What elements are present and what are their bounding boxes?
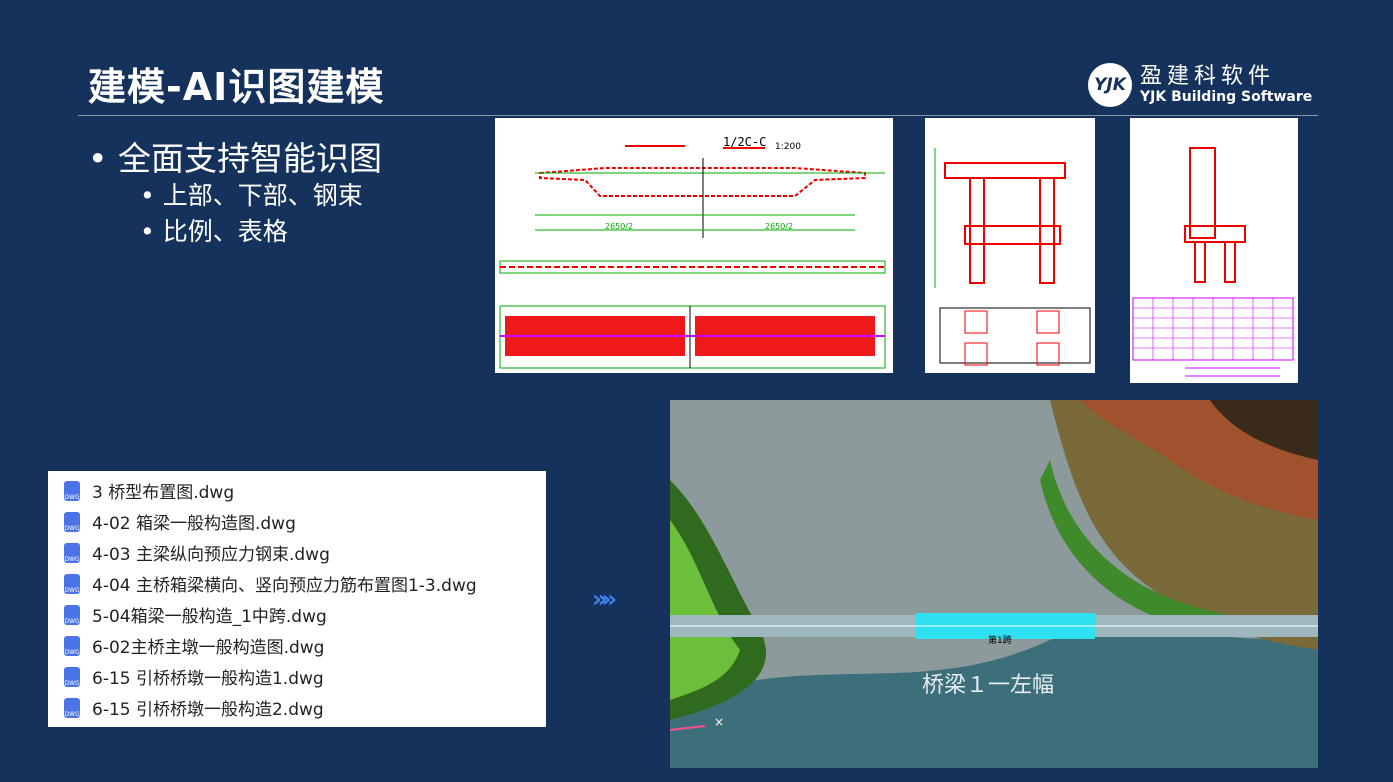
scale-label: 1:200 <box>775 142 801 152</box>
bullet-main: • 全面支持智能识图 <box>88 139 382 178</box>
bullet-sub: • 比例、表格 <box>140 217 288 246</box>
file-item[interactable]: DWG 4-03 主梁纵向预应力钢束.dwg <box>48 537 546 568</box>
dwg-file-icon: DWG <box>64 542 80 563</box>
file-item[interactable]: DWG 6-15 引桥桥墩一般构造1.dwg <box>48 661 546 692</box>
bridge-label: 桥梁１一左幅 <box>922 673 1054 698</box>
cad-pier-drawing <box>925 118 1095 373</box>
close-icon[interactable]: × <box>714 715 724 729</box>
dwg-file-icon: DWG <box>64 511 80 532</box>
file-item[interactable]: DWG 6-02主桥主墩一般构造图.dwg <box>48 630 546 661</box>
logo-mark: YJK <box>1088 63 1132 107</box>
logo-cn: 盈建科软件 <box>1140 64 1276 89</box>
file-item[interactable]: DWG 5-04箱梁一般构造_1中跨.dwg <box>48 599 546 630</box>
bullet-main-text: 全面支持智能识图 <box>117 139 382 178</box>
title-divider <box>78 115 1318 116</box>
file-name: 4-02 箱梁一般构造图.dwg <box>92 514 296 534</box>
bridge-model-view[interactable]: 第1跨 桥梁１一左幅 × <box>670 400 1318 768</box>
file-name: 4-03 主梁纵向预应力钢束.dwg <box>92 545 330 565</box>
cad-box-girder-drawing: 1/2C-C 1:200 2650/2 2650/2 <box>495 118 893 373</box>
file-name: 3 桥型布置图.dwg <box>92 483 235 503</box>
section-label: 1/2C-C <box>723 135 766 149</box>
file-item[interactable]: DWG 4-02 箱梁一般构造图.dwg <box>48 506 546 537</box>
dwg-file-icon: DWG <box>64 697 80 718</box>
arrow-right-icon: »» <box>592 585 617 613</box>
dwg-file-icon: DWG <box>64 604 80 625</box>
file-name: 6-15 引桥桥墩一般构造2.dwg <box>92 700 324 720</box>
file-name: 6-15 引桥桥墩一般构造1.dwg <box>92 669 324 689</box>
file-item[interactable]: DWG 4-04 主桥箱梁横向、竖向预应力筋布置图1-3.dwg <box>48 568 546 599</box>
file-item[interactable]: DWG 6-15 引桥桥墩一般构造2.dwg <box>48 692 546 723</box>
bullet-sub: • 上部、下部、钢束 <box>140 181 363 210</box>
logo-en: YJK Building Software <box>1140 89 1313 105</box>
bullet-sub-text: 上部、下部、钢束 <box>162 181 363 210</box>
dwg-file-icon: DWG <box>64 666 80 687</box>
file-name: 5-04箱梁一般构造_1中跨.dwg <box>92 607 327 627</box>
file-name: 6-02主桥主墩一般构造图.dwg <box>92 638 325 658</box>
dwg-file-icon: DWG <box>64 480 80 501</box>
dwg-file-icon: DWG <box>64 573 80 594</box>
yjk-logo: YJK 盈建科软件 YJK Building Software <box>1088 63 1312 107</box>
dim-label: 2650/2 <box>605 222 633 231</box>
dwg-file-icon: DWG <box>64 635 80 656</box>
file-name: 4-04 主桥箱梁横向、竖向预应力筋布置图1-3.dwg <box>92 576 477 596</box>
slide-title: 建模-AI识图建模 <box>88 65 385 109</box>
cad-column-table-drawing <box>1130 118 1298 383</box>
dim-label: 2650/2 <box>765 222 793 231</box>
span-label: 第1跨 <box>988 634 1012 646</box>
bullet-sub-text: 比例、表格 <box>162 217 288 246</box>
file-item[interactable]: DWG 3 桥型布置图.dwg <box>48 475 546 506</box>
